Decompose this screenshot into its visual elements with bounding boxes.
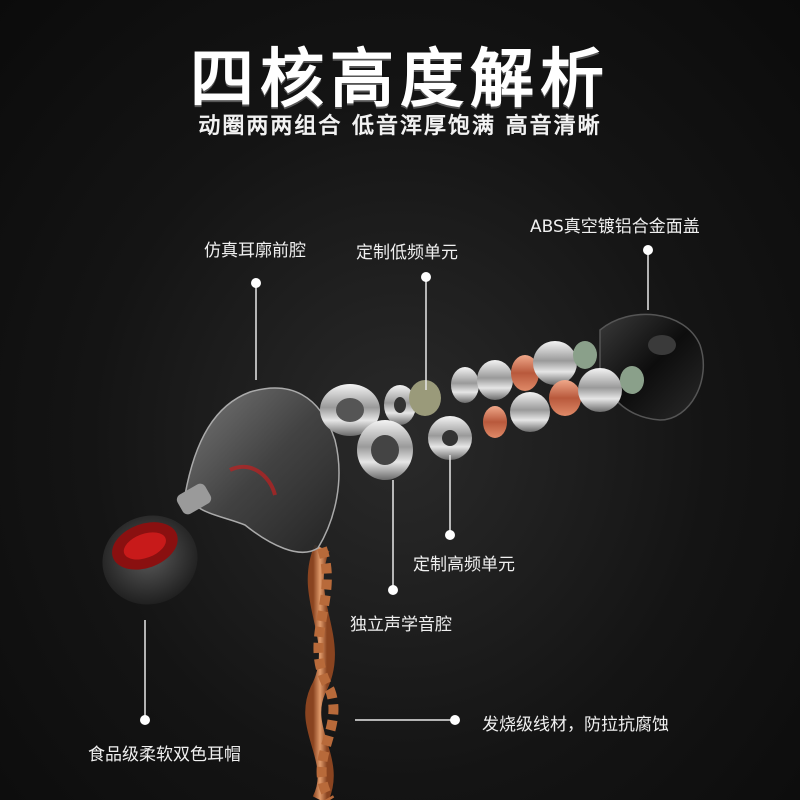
callout-eartip: 食品级柔软双色耳帽 [88,745,241,765]
driver-stack-upper [320,341,597,436]
callout-acoustic-chamber: 独立声学音腔 [350,615,452,635]
eartip [102,515,198,605]
headline: 四核高度解析 [190,43,610,117]
callout-faceplate: ABS真空镀铝合金面盖 [530,217,700,237]
subheadline: 动圈两两组合 低音浑厚饱满 高音清晰 [198,114,602,139]
callout-cable: 发烧级线材，防拉抗腐蚀 [482,715,669,735]
driver-stack-lower [357,366,644,480]
faceplate [599,313,705,421]
callout-low-driver: 定制低频单元 [356,243,458,263]
cable [305,544,339,800]
callout-front-cavity: 仿真耳廓前腔 [204,241,306,261]
callout-high-driver: 定制高频单元 [413,555,515,575]
callout-leaders [140,245,653,725]
earphone-shell [176,387,340,553]
